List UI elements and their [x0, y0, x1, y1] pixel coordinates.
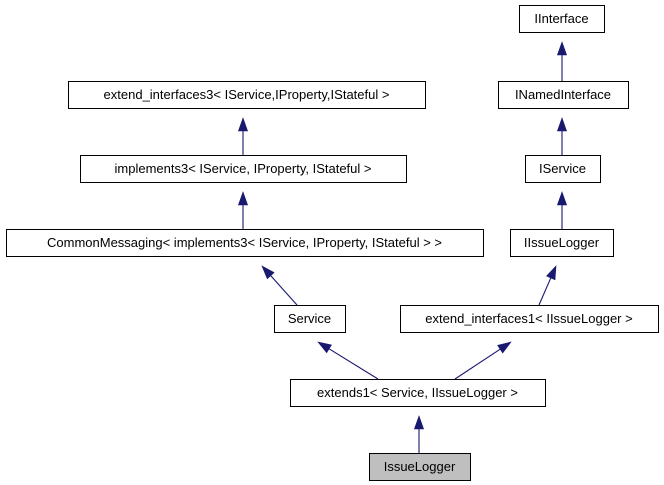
edge-arrowhead-icon — [556, 117, 568, 132]
node-label: CommonMessaging< implements3< IService, … — [47, 235, 442, 250]
node-box[interactable] — [68, 81, 426, 109]
node-label: extend_interfaces3< IService,IProperty,I… — [104, 87, 390, 102]
edges-layer — [237, 41, 568, 453]
edge-arrowhead-icon — [261, 265, 275, 280]
node-iservice[interactable]: IService — [525, 155, 601, 183]
node-label: Service — [288, 311, 331, 326]
node-extend_interfaces1[interactable]: extend_interfaces1< IIssueLogger > — [400, 305, 659, 333]
node-label: IssueLogger — [384, 459, 456, 474]
edge-arrowhead-icon — [237, 191, 249, 206]
node-extends1[interactable]: extends1< Service, IIssueLogger > — [290, 379, 546, 407]
inheritance-edge — [556, 191, 568, 229]
edge-line — [538, 277, 552, 306]
node-label: IInterface — [534, 11, 588, 26]
inheritance-edge — [454, 341, 512, 380]
edge-arrowhead-icon — [237, 117, 249, 132]
node-label: extend_interfaces1< IIssueLogger > — [425, 311, 632, 326]
node-box[interactable] — [510, 229, 614, 257]
node-box[interactable] — [525, 155, 601, 183]
node-box[interactable] — [519, 5, 605, 33]
edge-arrowhead-icon — [556, 41, 568, 56]
node-box[interactable] — [80, 155, 407, 183]
node-box[interactable] — [400, 305, 659, 333]
node-issuelogger[interactable]: IssueLogger — [369, 453, 471, 481]
node-iinterface[interactable]: IInterface — [519, 5, 605, 33]
inheritance-edge — [556, 41, 568, 81]
edge-arrowhead-icon — [317, 341, 332, 354]
inheritance-edge — [237, 117, 249, 155]
inheritance-edge — [317, 341, 379, 380]
inheritance-edge — [261, 265, 298, 306]
inheritance-edge — [556, 117, 568, 155]
node-common_messaging[interactable]: CommonMessaging< implements3< IService, … — [6, 229, 484, 257]
inheritance-edge — [413, 415, 425, 453]
edge-line — [454, 348, 501, 380]
node-label: INamedInterface — [515, 87, 611, 102]
node-box[interactable] — [6, 229, 484, 257]
node-box[interactable] — [274, 305, 346, 333]
node-label: extends1< Service, IIssueLogger > — [317, 385, 518, 400]
edge-arrowhead-icon — [413, 415, 425, 430]
node-box[interactable] — [290, 379, 546, 407]
edge-arrowhead-icon — [556, 191, 568, 206]
inheritance-edge — [538, 265, 557, 306]
node-label: IIssueLogger — [524, 235, 600, 250]
nodes-layer: extend_interfaces3< IService,IProperty,I… — [6, 5, 659, 481]
inheritance-edge — [237, 191, 249, 229]
node-label: IService — [539, 161, 586, 176]
edge-line — [328, 348, 379, 380]
node-iissuelogger[interactable]: IIssueLogger — [510, 229, 614, 257]
node-label: implements3< IService, IProperty, IState… — [115, 161, 372, 176]
node-service[interactable]: Service — [274, 305, 346, 333]
node-box[interactable] — [498, 81, 629, 109]
edge-arrowhead-icon — [546, 265, 557, 281]
edge-line — [270, 275, 298, 306]
node-box[interactable] — [369, 453, 471, 481]
node-inamedinterface[interactable]: INamedInterface — [498, 81, 629, 109]
node-extend_interfaces3[interactable]: extend_interfaces3< IService,IProperty,I… — [68, 81, 426, 109]
edge-arrowhead-icon — [497, 341, 512, 354]
node-implements3[interactable]: implements3< IService, IProperty, IState… — [80, 155, 407, 183]
